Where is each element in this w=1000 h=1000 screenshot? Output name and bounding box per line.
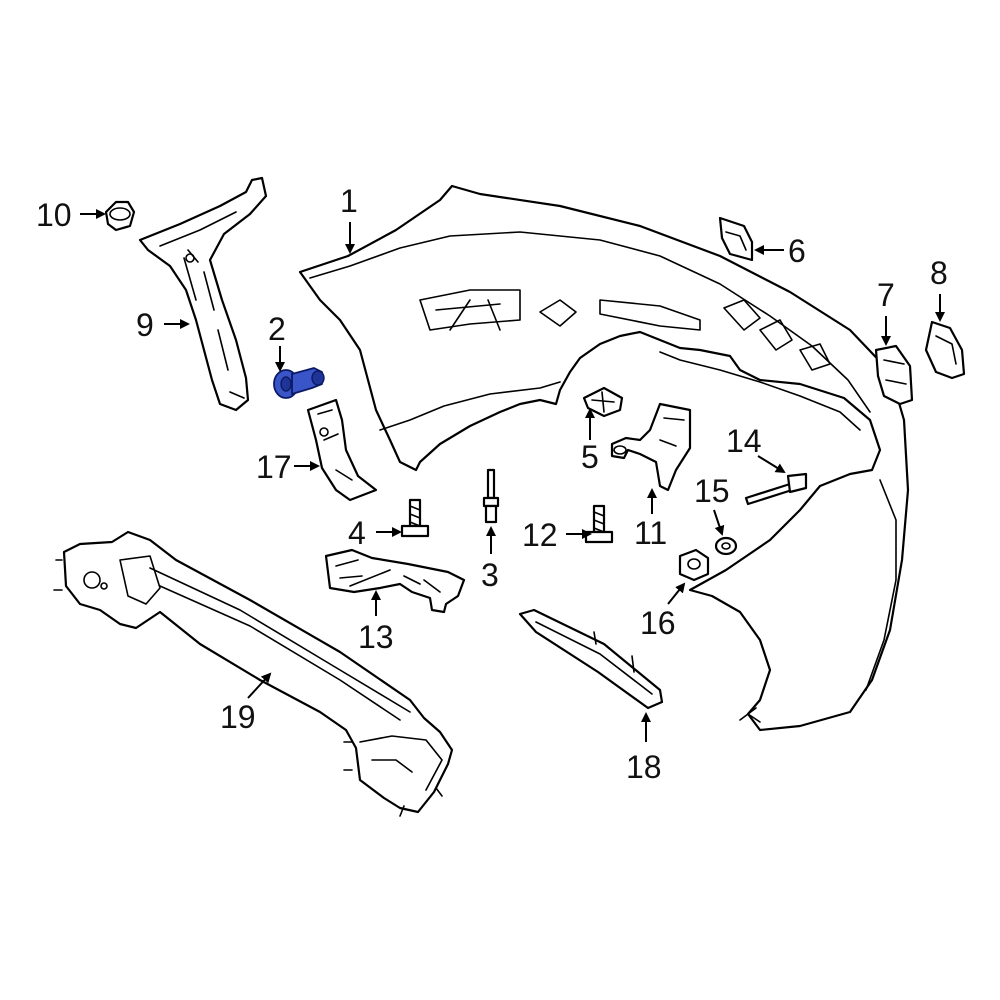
callout-9: 9 bbox=[136, 307, 154, 343]
bolt-part-12[interactable] bbox=[584, 504, 614, 544]
leader-lines bbox=[80, 209, 945, 742]
stud-part-14[interactable] bbox=[744, 472, 808, 506]
bracket-part-17[interactable] bbox=[306, 398, 378, 502]
callout-5: 5 bbox=[581, 439, 599, 475]
push-rivet-part-2[interactable] bbox=[273, 367, 325, 399]
washer-part-15[interactable] bbox=[714, 536, 738, 556]
callout-6: 6 bbox=[788, 233, 806, 269]
rivet-part-3[interactable] bbox=[482, 468, 500, 524]
hex-nut-part-16[interactable] bbox=[678, 548, 710, 582]
bracket-part-7[interactable] bbox=[874, 344, 914, 406]
bracket-part-13[interactable] bbox=[324, 548, 466, 614]
callout-13: 13 bbox=[358, 619, 394, 655]
callout-labels: 1 2 3 4 5 6 7 8 9 10 11 12 13 14 15 16 1… bbox=[36, 183, 948, 785]
push-clip-part-10[interactable] bbox=[104, 200, 136, 232]
reflector-part-8[interactable] bbox=[924, 320, 966, 380]
callout-19: 19 bbox=[220, 699, 256, 735]
callout-4: 4 bbox=[348, 515, 366, 551]
callout-17: 17 bbox=[256, 449, 292, 485]
callout-3: 3 bbox=[481, 557, 499, 593]
callout-11: 11 bbox=[634, 515, 667, 551]
callout-15: 15 bbox=[694, 473, 730, 509]
leader-15 bbox=[713, 509, 725, 536]
callout-14: 14 bbox=[726, 423, 762, 459]
callout-16: 16 bbox=[640, 605, 676, 641]
callout-1: 1 bbox=[340, 183, 358, 219]
callout-7: 7 bbox=[877, 277, 895, 313]
leader-16 bbox=[667, 582, 686, 605]
callout-12: 12 bbox=[522, 517, 558, 553]
leader-14 bbox=[757, 455, 786, 474]
leader-19 bbox=[247, 672, 272, 699]
callout-18: 18 bbox=[626, 749, 662, 785]
callout-2: 2 bbox=[268, 311, 286, 347]
side-bracket-part-9[interactable] bbox=[138, 176, 268, 412]
bracket-part-11[interactable] bbox=[610, 402, 692, 492]
callout-10: 10 bbox=[36, 197, 72, 233]
reinforcement-beam-part-19[interactable] bbox=[53, 530, 454, 817]
callout-8: 8 bbox=[930, 255, 948, 291]
rail-part-18[interactable] bbox=[518, 608, 664, 710]
bolt-part-4[interactable] bbox=[400, 498, 430, 538]
pad-part-6[interactable] bbox=[718, 216, 754, 262]
